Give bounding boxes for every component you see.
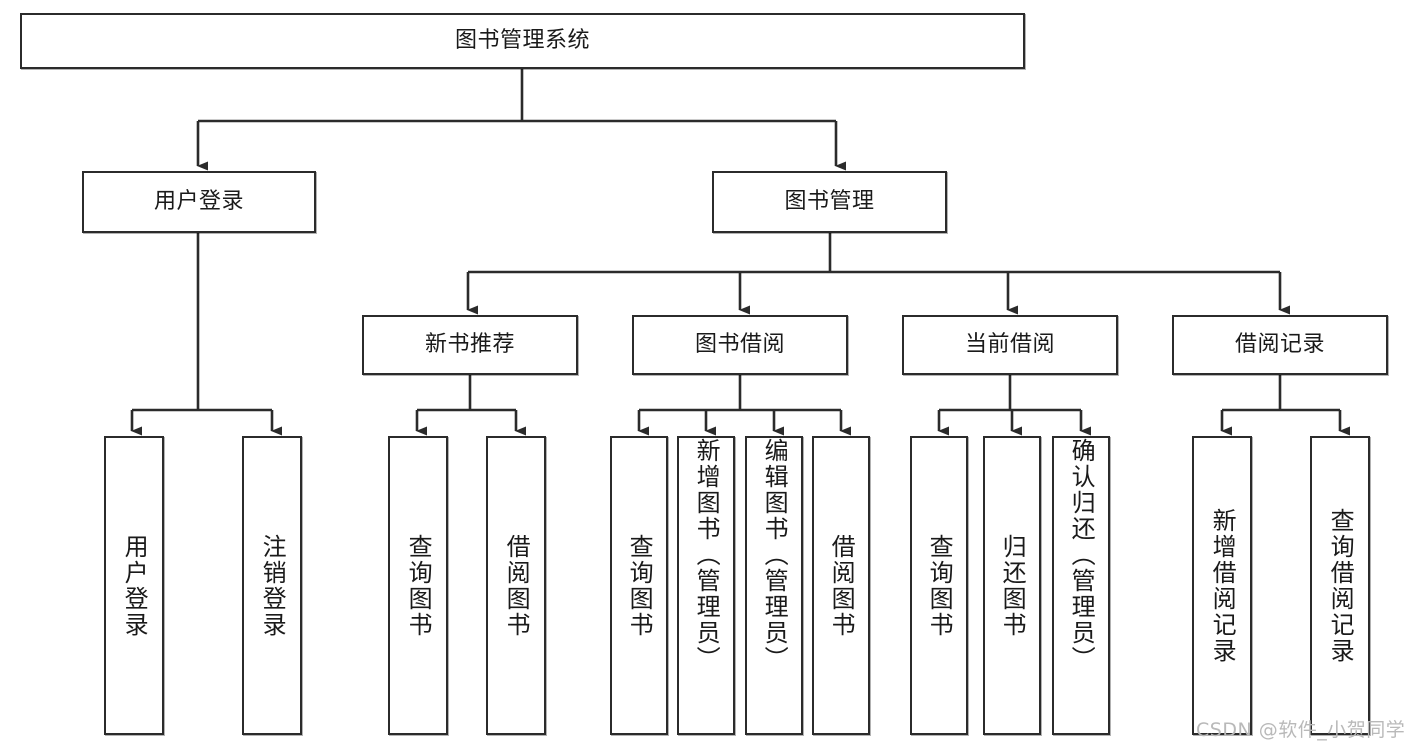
node-leaf-borrow-book-2-label: 借阅图书 xyxy=(827,533,856,638)
node-leaf-query-book-1-label: 查询图书 xyxy=(404,533,433,638)
csdn-watermark: CSDN @软件_小贺同学 xyxy=(1196,715,1405,742)
node-new-book-recommend[interactable]: 新书推荐 xyxy=(362,315,578,375)
node-leaf-query-borrow-record[interactable]: 查询借阅记录 xyxy=(1310,436,1370,735)
node-leaf-user-login[interactable]: 用户登录 xyxy=(104,436,164,735)
node-leaf-borrow-book-1[interactable]: 借阅图书 xyxy=(486,436,546,735)
csdn-watermark-text: CSDN @软件_小贺同学 xyxy=(1196,719,1405,741)
node-leaf-query-book-3[interactable]: 查询图书 xyxy=(910,436,968,735)
node-leaf-user-login-label: 用户登录 xyxy=(120,533,149,638)
node-book-manage-label: 图书管理 xyxy=(784,188,875,214)
node-leaf-logout-login[interactable]: 注销登录 xyxy=(242,436,302,735)
node-leaf-return-book-label: 归还图书 xyxy=(998,533,1027,638)
node-leaf-add-borrow-record-label: 新增借阅记录 xyxy=(1208,507,1237,664)
node-leaf-add-book-admin-label: 新增图书（管理员） xyxy=(692,438,721,672)
node-leaf-confirm-return-admin[interactable]: 确认归还（管理员） xyxy=(1052,436,1110,735)
node-leaf-edit-book-admin[interactable]: 编辑图书（管理员） xyxy=(745,436,803,735)
node-leaf-borrow-book-1-label: 借阅图书 xyxy=(502,533,531,638)
node-leaf-query-borrow-record-label: 查询借阅记录 xyxy=(1326,507,1355,664)
node-leaf-borrow-book-2[interactable]: 借阅图书 xyxy=(812,436,870,735)
node-book-manage[interactable]: 图书管理 xyxy=(712,171,947,233)
node-leaf-query-book-2[interactable]: 查询图书 xyxy=(610,436,668,735)
node-leaf-add-borrow-record[interactable]: 新增借阅记录 xyxy=(1192,436,1252,735)
node-current-borrow-label: 当前借阅 xyxy=(964,331,1055,357)
node-root-label: 图书管理系统 xyxy=(454,27,590,53)
node-borrow-record[interactable]: 借阅记录 xyxy=(1172,315,1388,375)
node-book-borrow-label: 图书借阅 xyxy=(694,331,785,357)
node-new-book-recommend-label: 新书推荐 xyxy=(424,331,515,357)
node-user-login[interactable]: 用户登录 xyxy=(82,171,316,233)
node-leaf-query-book-3-label: 查询图书 xyxy=(925,533,954,638)
node-leaf-logout-login-label: 注销登录 xyxy=(258,533,287,638)
node-leaf-query-book-2-label: 查询图书 xyxy=(625,533,654,638)
node-current-borrow[interactable]: 当前借阅 xyxy=(902,315,1118,375)
node-leaf-return-book[interactable]: 归还图书 xyxy=(983,436,1041,735)
node-user-login-label: 用户登录 xyxy=(153,188,244,214)
node-leaf-query-book-1[interactable]: 查询图书 xyxy=(388,436,448,735)
node-leaf-add-book-admin[interactable]: 新增图书（管理员） xyxy=(677,436,735,735)
node-leaf-edit-book-admin-label: 编辑图书（管理员） xyxy=(760,438,789,672)
node-leaf-confirm-return-admin-label: 确认归还（管理员） xyxy=(1067,438,1096,672)
node-borrow-record-label: 借阅记录 xyxy=(1234,331,1325,357)
node-root[interactable]: 图书管理系统 xyxy=(20,13,1025,69)
node-book-borrow[interactable]: 图书借阅 xyxy=(632,315,848,375)
